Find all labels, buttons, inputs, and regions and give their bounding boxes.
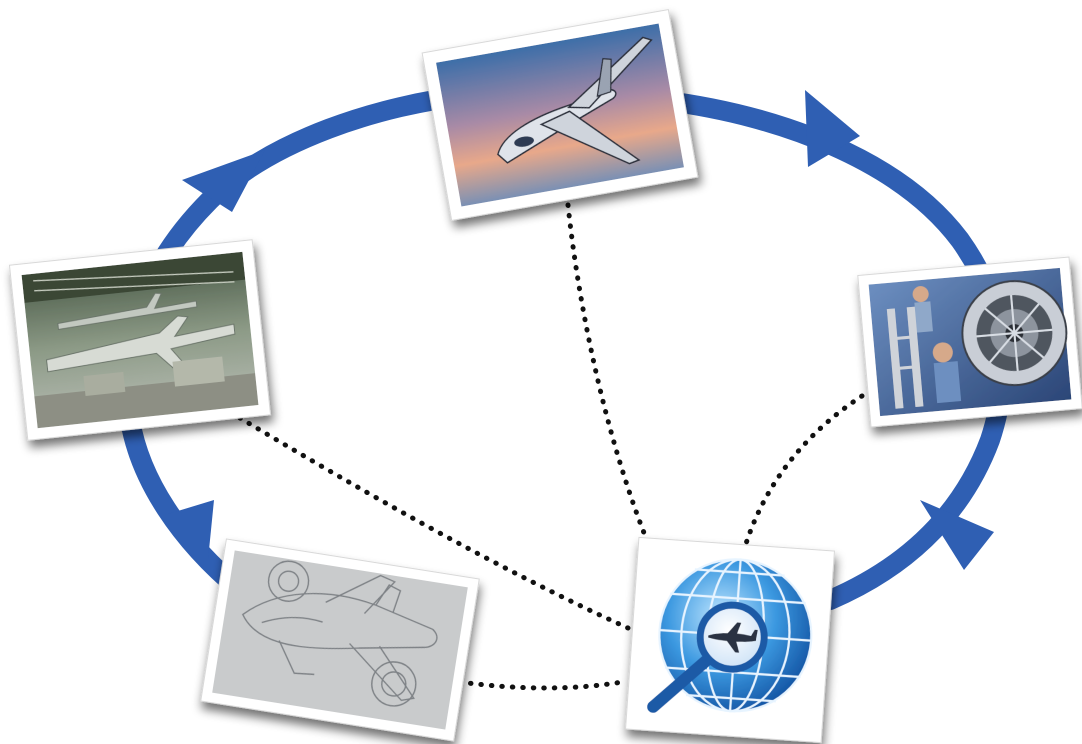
photo-maintenance — [857, 256, 1082, 428]
cycle-arrowhead — [805, 90, 860, 167]
connector-hub-operation — [565, 202, 653, 551]
engine-maintenance-icon — [886, 280, 1068, 409]
cycle-arrowhead — [168, 500, 214, 560]
photo-design — [200, 538, 480, 742]
cycle-arrowhead — [182, 150, 265, 212]
connector-lines — [237, 202, 865, 691]
connector-hub-manufacturing — [237, 415, 631, 631]
photo-operation — [421, 9, 699, 221]
aircraft-sketch-icon — [241, 560, 438, 707]
connector-hub-maintenance — [741, 393, 865, 553]
globe-magnifier-icon — [647, 558, 813, 713]
photo-manufacturing — [8, 239, 272, 441]
hub-card — [625, 536, 835, 744]
assembly-hangar-icon — [21, 251, 259, 429]
connector-hub-design — [457, 679, 625, 691]
business-jet-icon — [497, 36, 653, 165]
cycle-arrowhead — [920, 500, 994, 570]
